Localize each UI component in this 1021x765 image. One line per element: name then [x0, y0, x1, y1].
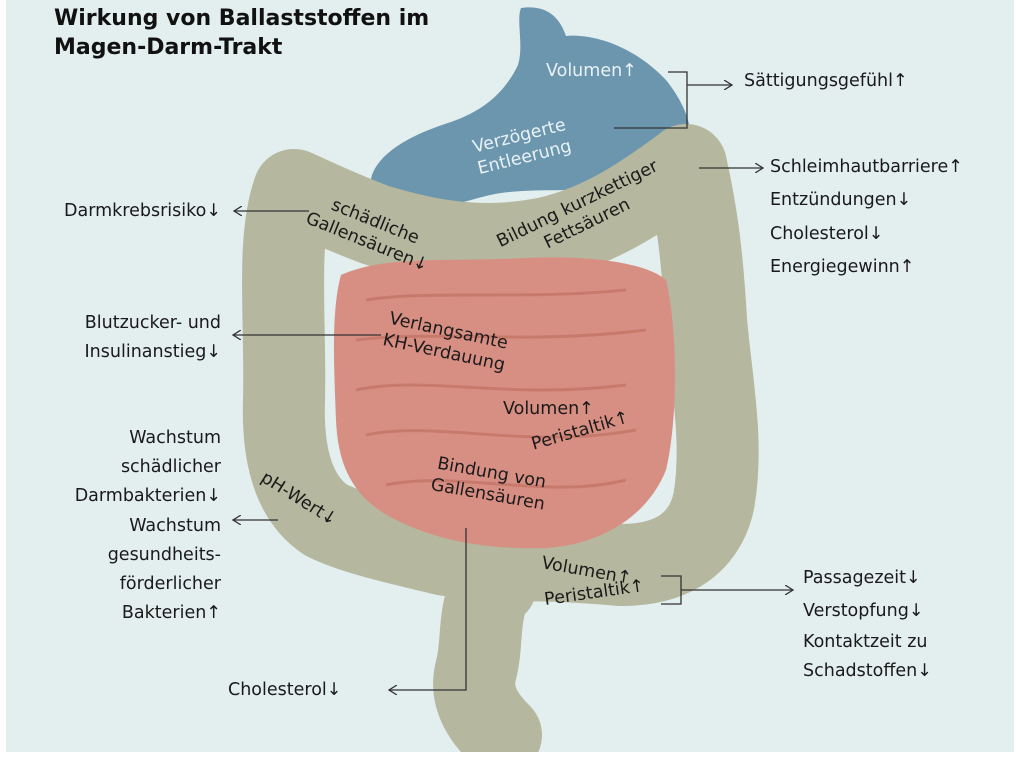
effect-cholesterol-bottom: Cholesterol↓ [228, 676, 341, 705]
effect-entzuendungen: Entzündungen↓ [770, 186, 911, 215]
stomach-volumen-label: Volumen↑ [546, 60, 637, 82]
effect-wachstum-foerderlich-line-4: Bakterien↑ [108, 599, 221, 628]
effect-wachstum-foerderlich-line-2: gesundheits- [108, 541, 221, 570]
effect-wachstum-schaedlich-line-1: Wachstum [75, 424, 221, 453]
effect-wachstum-schaedlich: Wachstum schädlicher Darmbakterien↓ [75, 424, 221, 511]
effect-wachstum-foerderlich-line-1: Wachstum [108, 512, 221, 541]
effect-blutzucker-line-1: Blutzucker- und [85, 309, 221, 338]
effect-wachstum-schaedlich-line-3: Darmbakterien↓ [75, 482, 221, 511]
effect-wachstum-schaedlich-line-2: schädlicher [75, 453, 221, 482]
diagram-panel: Wirkung von Ballaststoffen im Magen-Darm… [6, 0, 1014, 752]
effect-passagezeit: Passagezeit↓ [803, 564, 921, 593]
effect-kontaktzeit: Kontaktzeit zu Schadstoffen↓ [803, 628, 932, 686]
effect-kontaktzeit-line-1: Kontaktzeit zu [803, 628, 932, 657]
effect-cholesterol-right: Cholesterol↓ [770, 220, 883, 249]
title-line-1: Wirkung von Ballaststoffen im [54, 4, 429, 33]
effect-blutzucker-line-2: Insulinanstieg↓ [85, 338, 221, 367]
effect-darmkrebsrisiko: Darmkrebsrisiko↓ [64, 197, 221, 226]
small-intestine-volume-label: Volumen↑ [503, 398, 594, 420]
effect-saettigung: Sättigungsgefühl↑ [744, 67, 908, 96]
effect-kontaktzeit-line-2: Schadstoffen↓ [803, 657, 932, 686]
title-line-2: Magen-Darm-Trakt [54, 33, 429, 62]
effect-blutzucker: Blutzucker- und Insulinanstieg↓ [85, 309, 221, 367]
effect-wachstum-foerderlich: Wachstum gesundheits- förderlicher Bakte… [108, 512, 221, 628]
effect-schleimhautbarriere: Schleimhautbarriere↑ [770, 153, 963, 182]
effect-energiegewinn: Energiegewinn↑ [770, 253, 914, 282]
diagram-title: Wirkung von Ballaststoffen im Magen-Darm… [54, 4, 429, 62]
effect-verstopfung: Verstopfung↓ [803, 597, 923, 626]
effect-wachstum-foerderlich-line-3: förderlicher [108, 570, 221, 599]
